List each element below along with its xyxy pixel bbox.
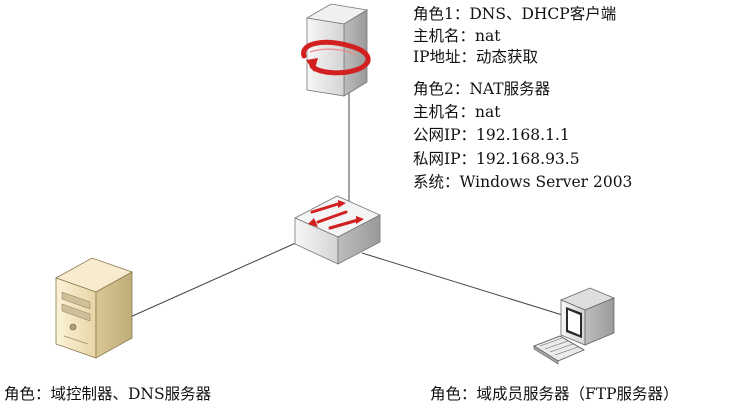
nat-system-label: 系统：Windows Server 2003 bbox=[413, 173, 633, 191]
nat-hostname-label: 主机名：nat bbox=[413, 103, 501, 121]
server-role-caption: 角色：域控制器、DNS服务器 bbox=[4, 385, 212, 403]
client-role-caption: 角色：域成员服务器（FTP服务器） bbox=[430, 385, 679, 403]
router-icon bbox=[301, 3, 371, 97]
nat-private-ip-label: 私网IP：192.168.93.5 bbox=[413, 150, 580, 168]
nat-role-label: 角色2：NAT服务器 bbox=[413, 80, 551, 98]
server-tower-icon bbox=[55, 257, 133, 359]
nat-public-ip-label: 公网IP：192.168.1.1 bbox=[413, 126, 570, 144]
router-role-label: 角色1：DNS、DHCP客户端 bbox=[413, 5, 617, 23]
connection-lines bbox=[127, 93, 573, 319]
router-ip-label: IP地址：动态获取 bbox=[413, 48, 539, 66]
link-switch-client bbox=[361, 252, 573, 319]
workstation-icon bbox=[533, 287, 616, 365]
router-hostname-label: 主机名：nat bbox=[413, 27, 501, 45]
link-switch-server bbox=[127, 241, 299, 319]
switch-icon bbox=[294, 195, 381, 265]
